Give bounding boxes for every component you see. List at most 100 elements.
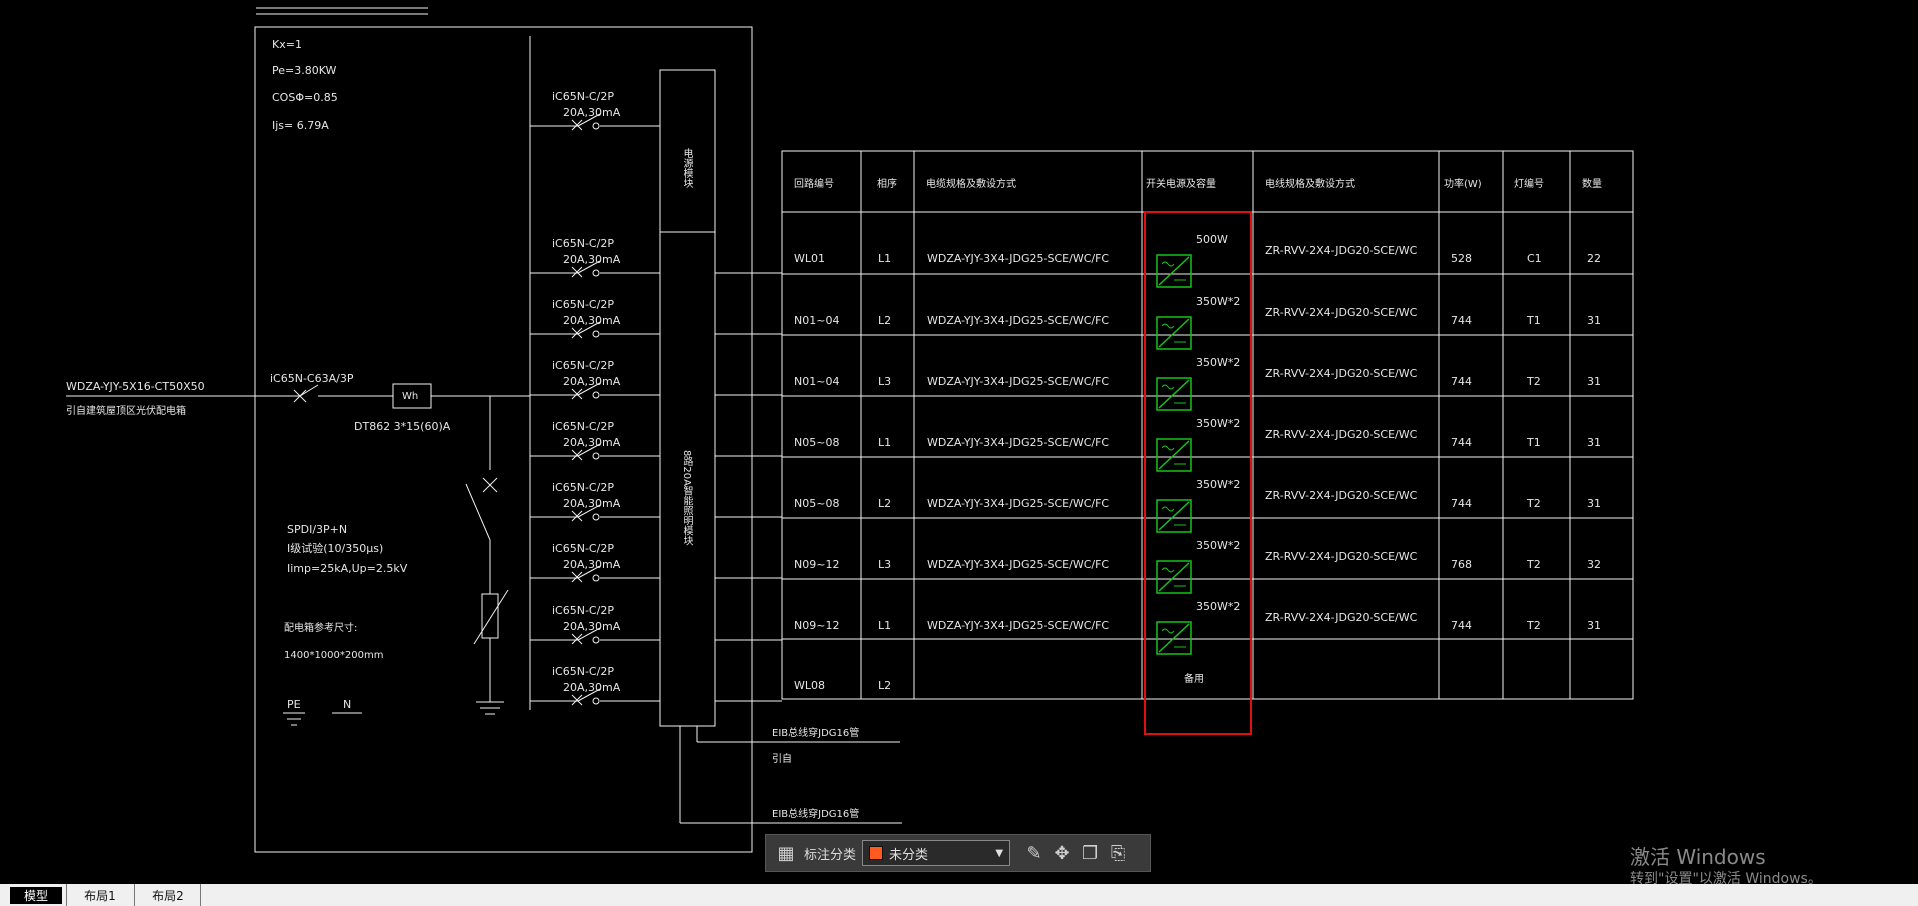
layout-tab-bar: 模型 布局1 布局2 (0, 884, 1918, 906)
tab-separator (200, 884, 201, 906)
tab-layout1[interactable]: 布局1 (84, 889, 116, 903)
breaker-rating: 20A,30mA (563, 314, 621, 327)
cell-power: 744 (1451, 375, 1472, 388)
power-supply-symbol (1156, 254, 1192, 288)
power-supply-ac-mark (1161, 506, 1175, 512)
branch-line (571, 694, 583, 706)
category-color-swatch (869, 846, 884, 860)
branch-line (577, 627, 601, 641)
cell-cable: WDZA-YJY-3X4-JDG25-SCE/WC/FC (927, 252, 1110, 265)
meter-model: DT862 3*15(60)A (354, 420, 451, 433)
eib-line1-note: 引自 (772, 754, 792, 765)
cell-power: 744 (1451, 619, 1472, 632)
breaker-contact (592, 269, 600, 277)
power-supply-symbol (1156, 438, 1192, 472)
cell-id: WL01 (794, 252, 826, 265)
move-icon[interactable]: ✥ (1054, 842, 1070, 864)
branch-line (577, 504, 601, 518)
cell-cable: WDZA-YJY-3X4-JDG25-SCE/WC/FC (927, 497, 1110, 510)
cell-wire: ZR-RVV-2X4-JDG20-SCE/WC (1265, 550, 1418, 563)
drawing-svg (66, 7, 1634, 853)
branch-line (577, 443, 601, 457)
power-supply-symbols (1156, 254, 1192, 655)
cell-power-supply: 500W (1196, 233, 1228, 246)
cell-id: N01~04 (794, 314, 840, 327)
cell-phase: L3 (878, 375, 892, 388)
cell-id: WL08 (794, 679, 826, 692)
cell-cable: WDZA-YJY-3X4-JDG25-SCE/WC/FC (927, 619, 1110, 632)
power-supply-diagonal (1158, 318, 1190, 348)
cell-power: 744 (1451, 314, 1472, 327)
power-supply-diagonal (1158, 623, 1190, 653)
param-cos: COSΦ=0.85 (272, 91, 338, 104)
branch-line (571, 449, 583, 461)
edit-icon[interactable]: ✎ (1026, 842, 1042, 864)
cell-power: 768 (1451, 558, 1472, 571)
breaker-contact (592, 574, 600, 582)
cell-id: N05~08 (794, 436, 840, 449)
tab-layout2[interactable]: 布局2 (152, 889, 184, 903)
breaker-model: iC65N-C/2P (552, 542, 614, 555)
cell-phase: L1 (878, 436, 892, 449)
module-bottom-label: 8路20A智能照明模块 (681, 450, 692, 546)
cell-phase: L1 (878, 252, 892, 265)
param-kx: Kx=1 (272, 38, 302, 51)
breaker-contact (592, 391, 600, 399)
power-supply-ac-mark (1161, 384, 1175, 390)
breaker-rating: 20A,30mA (563, 681, 621, 694)
branch-line (571, 510, 583, 522)
breaker-contact (592, 697, 600, 705)
annotation-category-select[interactable]: 未分类 ▼ (862, 840, 1011, 866)
cell-power: 744 (1451, 436, 1472, 449)
grid-icon[interactable]: ▦ (777, 842, 795, 864)
copy-icon[interactable]: ❐ (1081, 842, 1099, 864)
cell-id: N05~08 (794, 497, 840, 510)
breaker-rating: 20A,30mA (563, 253, 621, 266)
header-circuit-id: 回路编号 (794, 179, 834, 190)
branch-line (577, 565, 601, 579)
power-supply-ac-mark (1161, 323, 1175, 329)
header-quantity: 数量 (1582, 179, 1602, 190)
cell-cable: WDZA-YJY-3X4-JDG25-SCE/WC/FC (927, 436, 1110, 449)
branch-line (571, 633, 583, 645)
category-selected-value: 未分类 (889, 847, 929, 863)
cell-lamp: T2 (1527, 375, 1541, 388)
power-supply-ac-mark (1161, 261, 1175, 267)
cell-lamp: T2 (1527, 619, 1541, 632)
power-supply-symbol (1156, 560, 1192, 594)
header-cable: 电缆规格及敷设方式 (926, 179, 1016, 190)
terminal-n: N (343, 698, 352, 711)
box-size-value: 1400*1000*200mm (284, 650, 384, 661)
power-supply-ac-mark (1161, 567, 1175, 573)
breaker-contact (592, 122, 600, 130)
paste-icon[interactable]: ⎘ (1110, 842, 1126, 864)
cell-power: 528 (1451, 252, 1472, 265)
box-size-title: 配电箱参考尺寸: (284, 623, 358, 634)
cell-power-supply: 350W*2 (1196, 539, 1241, 552)
breaker-model: iC65N-C/2P (552, 420, 614, 433)
cell-power-supply: 350W*2 (1196, 356, 1241, 369)
cell-phase: L2 (878, 497, 892, 510)
breaker-model: iC65N-C/2P (552, 604, 614, 617)
cell-phase: L2 (878, 314, 892, 327)
cad-drawing-canvas[interactable]: WDZA-YJY-5X16-CT50X50 引自建筑屋顶区光伏配电箱 Kx=1 … (0, 0, 1918, 884)
cell-lamp: C1 (1527, 252, 1542, 265)
activate-windows-title: 激活 Windows (1630, 845, 1766, 869)
param-pe: Pe=3.80KW (272, 64, 337, 77)
main-breaker-label: iC65N-C63A/3P (270, 372, 354, 385)
breaker-model: iC65N-C/2P (552, 298, 614, 311)
power-supply-ac-mark (1161, 445, 1175, 451)
breaker-rating: 20A,30mA (563, 558, 621, 571)
breaker-model: iC65N-C/2P (552, 90, 614, 103)
branch-line (577, 113, 601, 127)
header-wire: 电线规格及敷设方式 (1265, 179, 1355, 190)
breaker-model: iC65N-C/2P (552, 237, 614, 250)
breaker-model: iC65N-C/2P (552, 481, 614, 494)
cell-power-supply: 350W*2 (1196, 417, 1241, 430)
module-top-label: 电源模块 (681, 148, 692, 188)
cell-lamp: T1 (1527, 436, 1541, 449)
cell-power-supply: 350W*2 (1196, 600, 1241, 613)
tab-model[interactable]: 模型 (10, 887, 62, 904)
cell-qty: 31 (1587, 436, 1601, 449)
breaker-model: iC65N-C/2P (552, 665, 614, 678)
